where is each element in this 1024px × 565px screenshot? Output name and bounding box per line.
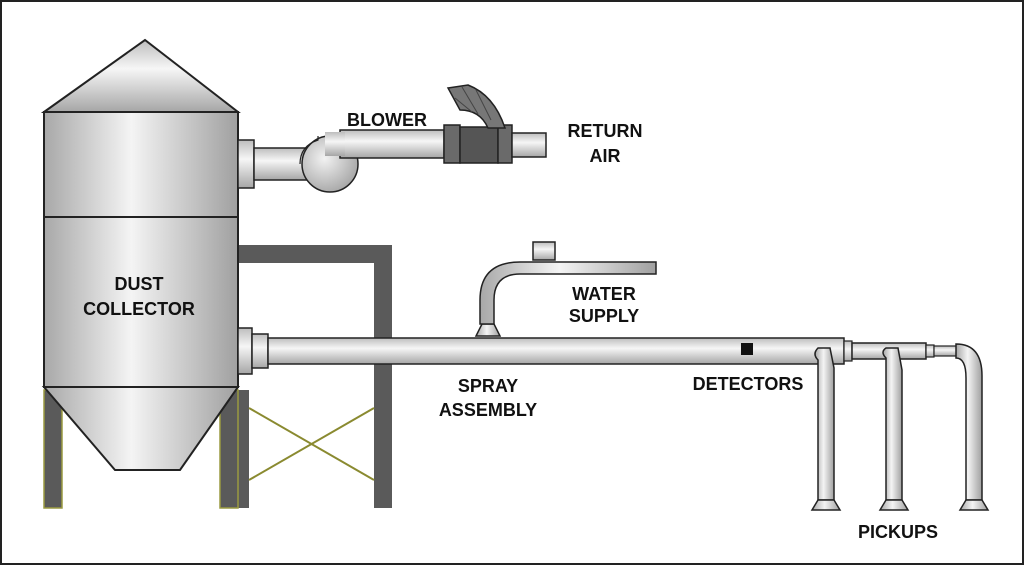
- pickup-hood: [878, 499, 910, 511]
- pickups: [810, 343, 990, 511]
- water-supply-label: WATER: [572, 284, 636, 304]
- cross-brace: [248, 407, 375, 481]
- pickup-duct: [882, 347, 903, 501]
- detector-sensor: [741, 343, 753, 355]
- pickup-hood: [958, 499, 990, 511]
- exhaust-duct: [237, 129, 445, 193]
- collector-hopper: [41, 386, 240, 471]
- blower-motor: [443, 84, 547, 164]
- water-supply-pipe: [479, 261, 657, 325]
- return-air-outlet: [511, 132, 547, 158]
- support-frame: [236, 245, 392, 508]
- spray-assembly-label: ASSEMBLY: [439, 400, 537, 420]
- water-supply-label: SUPPLY: [569, 306, 639, 326]
- water-valve: [532, 241, 556, 261]
- return-air-label: AIR: [590, 146, 621, 166]
- dust-collector-label: DUST: [115, 274, 164, 294]
- pickups-label: PICKUPS: [858, 522, 938, 542]
- dust-collector: [40, 38, 241, 471]
- collector-body: [43, 216, 239, 388]
- blower-label: BLOWER: [347, 110, 427, 130]
- main-duct: [237, 327, 959, 375]
- collector-upper-section: [43, 111, 239, 218]
- spray-assembly: [474, 241, 657, 337]
- spray-assembly-label: SPRAY: [458, 376, 518, 396]
- pickup-duct: [814, 347, 835, 501]
- return-air-label: RETURN: [568, 121, 643, 141]
- pickup-hood: [810, 499, 842, 511]
- detectors-label: DETECTORS: [693, 374, 804, 394]
- dust-collector-label: COLLECTOR: [83, 299, 195, 319]
- blower-fan-icon: [446, 84, 507, 129]
